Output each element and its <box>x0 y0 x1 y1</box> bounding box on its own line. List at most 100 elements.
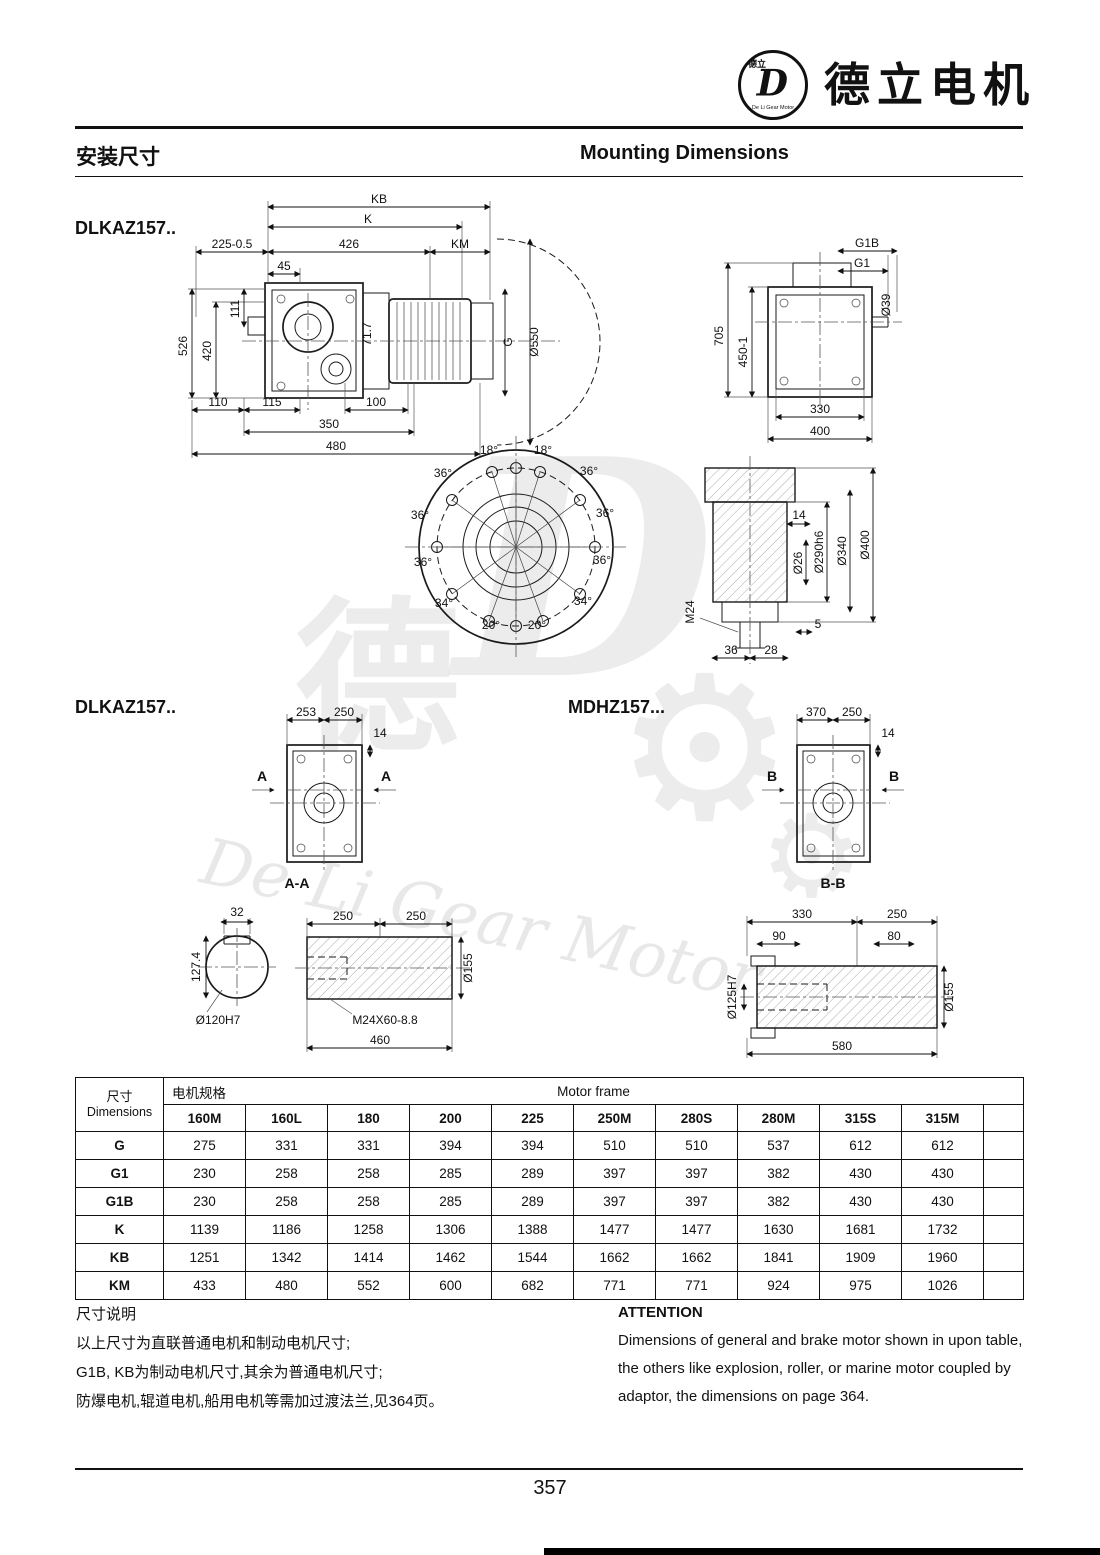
svg-text:Ø39: Ø39 <box>879 293 893 316</box>
dimension-value-cell: 397 <box>573 1187 656 1216</box>
brand: 德立 D De Li Gear Motor 德立电机 <box>738 50 1036 120</box>
top-view-left-art <box>270 735 380 872</box>
dimension-value-cell: 924 <box>737 1271 820 1300</box>
empty-cell <box>982 1131 1025 1160</box>
svg-text:Ø340: Ø340 <box>835 536 849 566</box>
svg-text:20°: 20° <box>528 618 546 632</box>
dimension-value-cell: 285 <box>409 1159 492 1188</box>
dimension-value-cell: 275 <box>163 1131 246 1160</box>
dimension-value-cell: 1306 <box>409 1215 492 1244</box>
dimension-value-cell: 600 <box>409 1271 492 1300</box>
dimension-row-label: G1 <box>75 1159 164 1188</box>
dimension-value-cell: 430 <box>901 1187 984 1216</box>
svg-text:Ø550: Ø550 <box>527 327 541 357</box>
svg-text:28: 28 <box>764 643 778 657</box>
dimension-value-cell: 1544 <box>491 1243 574 1272</box>
side-view-art <box>242 238 601 446</box>
dimension-value-cell: 331 <box>327 1131 410 1160</box>
svg-text:250: 250 <box>842 705 862 719</box>
empty-cell <box>982 1159 1025 1188</box>
empty-cell <box>982 1104 1025 1132</box>
dimension-value-cell: 258 <box>245 1187 328 1216</box>
dimension-value-cell: 771 <box>655 1271 738 1300</box>
column-header: 160L <box>245 1104 328 1132</box>
column-header: 200 <box>409 1104 492 1132</box>
dimensions-header-en: Dimensions <box>86 1104 153 1119</box>
svg-text:400: 400 <box>810 424 830 438</box>
section-aa: A-A 32 127.4 Ø120H7 250 <box>189 875 475 1052</box>
svg-text:M24X60-8.8: M24X60-8.8 <box>352 1013 418 1027</box>
brand-logo-icon: 德立 D De Li Gear Motor <box>738 50 808 120</box>
dimension-row-label: K <box>75 1215 164 1244</box>
notes-cn-line: G1B, KB为制动电机尺寸,其余为普通电机尺寸; <box>76 1364 383 1381</box>
svg-text:Ø125H7: Ø125H7 <box>725 974 739 1019</box>
page-edge-artifact <box>544 1548 1100 1555</box>
dimension-value-cell: 289 <box>491 1159 574 1188</box>
dimension-value-cell: 230 <box>163 1159 246 1188</box>
page-title-cn: 安装尺寸 <box>76 146 160 169</box>
dimension-value-cell: 258 <box>327 1159 410 1188</box>
dimension-value-cell: 1630 <box>737 1215 820 1244</box>
dimension-row-label: G <box>75 1131 164 1160</box>
svg-text:350: 350 <box>319 417 339 431</box>
svg-text:111: 111 <box>228 300 242 319</box>
svg-text:110: 110 <box>208 395 227 409</box>
notes-cn-line: 以上尺寸为直联普通电机和制动电机尺寸; <box>76 1335 351 1352</box>
dimension-value-cell: 382 <box>737 1187 820 1216</box>
dimension-value-cell: 1681 <box>819 1215 902 1244</box>
svg-text:71.7: 71.7 <box>360 322 374 346</box>
column-header: 180 <box>327 1104 410 1132</box>
dimension-value-cell: 1388 <box>491 1215 574 1244</box>
dimension-value-cell: 1477 <box>573 1215 656 1244</box>
svg-text:45: 45 <box>277 259 291 273</box>
logo-subtext: De Li Gear Motor <box>751 105 795 111</box>
column-header: 250M <box>573 1104 656 1132</box>
dimensions-header-cell: 尺寸 Dimensions <box>75 1077 164 1132</box>
empty-cell <box>982 1187 1025 1216</box>
dimension-value-cell: 1462 <box>409 1243 492 1272</box>
dimension-value-cell: 430 <box>819 1159 902 1188</box>
svg-text:330: 330 <box>792 907 812 921</box>
motor-frame-header-cell: 电机规格 Motor frame <box>162 1077 1025 1105</box>
logo-cn-text: 德立 <box>748 59 767 69</box>
svg-text:M24: M24 <box>683 600 697 624</box>
svg-text:A: A <box>381 768 391 784</box>
flange-view-art <box>405 436 627 658</box>
svg-text:36°: 36° <box>434 466 452 480</box>
svg-text:18°: 18° <box>480 443 498 457</box>
svg-text:B: B <box>767 768 777 784</box>
dimension-value-cell: 1342 <box>245 1243 328 1272</box>
svg-text:420: 420 <box>200 341 214 361</box>
notes-cn-line: 防爆电机,辊道电机,船用电机等需加过渡法兰,见364页。 <box>76 1393 444 1410</box>
svg-text:KM: KM <box>451 237 469 251</box>
svg-text:14: 14 <box>792 508 806 522</box>
svg-text:253: 253 <box>296 705 316 719</box>
dimension-value-cell: 1662 <box>573 1243 656 1272</box>
svg-text:705: 705 <box>712 326 726 346</box>
empty-cell <box>982 1215 1025 1244</box>
svg-text:100: 100 <box>366 395 386 409</box>
gear-icon: ⚙ <box>615 638 795 861</box>
dimension-value-cell: 382 <box>737 1159 820 1188</box>
dimension-value-cell: 289 <box>491 1187 574 1216</box>
svg-text:Ø155: Ø155 <box>461 953 475 983</box>
title-rule <box>75 176 1023 177</box>
svg-text:Ø155: Ø155 <box>942 982 956 1012</box>
notes-en-line: adaptor, the dimensions on page 364. <box>618 1388 870 1405</box>
svg-text:127.4: 127.4 <box>189 952 203 982</box>
svg-text:Ø400: Ø400 <box>858 530 872 560</box>
svg-text:A-A: A-A <box>285 875 310 891</box>
svg-text:20°: 20° <box>482 618 500 632</box>
motor-frame-cn: 电机规格 <box>172 1086 226 1101</box>
svg-text:18°: 18° <box>534 443 552 457</box>
svg-text:250: 250 <box>406 909 426 923</box>
dimension-value-cell: 1841 <box>737 1243 820 1272</box>
top-view-right-dims: 370 250 14 B B <box>762 705 904 793</box>
dimension-value-cell: 552 <box>327 1271 410 1300</box>
dimension-row-label: G1B <box>75 1187 164 1216</box>
